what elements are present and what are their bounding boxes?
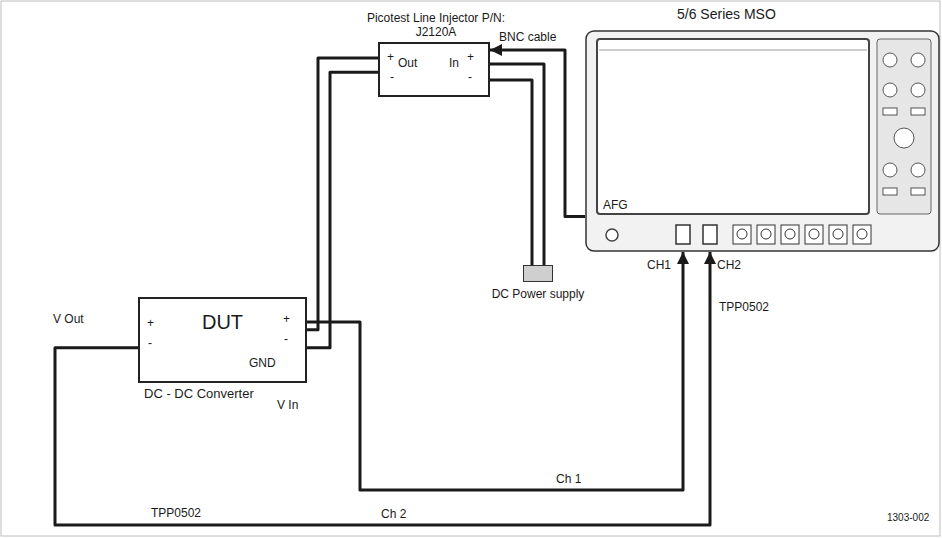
oscilloscope: 5/6 Series MSO (585, 30, 940, 252)
signal-label: - (389, 70, 395, 84)
signal-label: + (466, 50, 475, 64)
cable (55, 252, 710, 525)
signal-label: GND (248, 356, 277, 370)
cable-label: Ch 2 (380, 507, 407, 521)
node-caption: DC - DC Converter (144, 386, 254, 401)
signal-label: TPP0502 (718, 300, 770, 314)
signal-label: V In (276, 398, 299, 412)
cable (490, 80, 532, 265)
signal-label: - (147, 336, 153, 350)
signal-label: In (448, 56, 460, 70)
node-title: 5/6 Series MSO (677, 6, 776, 22)
oscilloscope-illustration (585, 30, 940, 252)
signal-label: + (386, 50, 395, 64)
signal-label: TPP0502 (150, 506, 202, 520)
cable (307, 72, 378, 347)
signal-label: - (467, 70, 473, 84)
signal-label: CH1 (646, 258, 672, 272)
signal-label: + (282, 312, 291, 326)
cable (307, 252, 683, 490)
node-title: DC Power supply (492, 287, 585, 301)
node-title: DUT (140, 311, 305, 334)
cable (490, 64, 544, 265)
signal-label: 1303-002 (886, 512, 930, 523)
node-title: Picotest Line Injector P/N: J2120A (366, 11, 506, 39)
signal-label: V Out (52, 312, 85, 326)
signal-label: - (283, 332, 289, 346)
cable (307, 58, 378, 330)
signal-label: Out (397, 56, 418, 70)
cable-label: Ch 1 (555, 472, 582, 486)
signal-label: + (146, 316, 155, 330)
cable-label: BNC cable (498, 30, 557, 44)
signal-label: AFG (602, 198, 629, 212)
cable (490, 50, 585, 217)
dc-power-supply: DC Power supply (523, 265, 553, 282)
dut-box: DUTDC - DC Converter (138, 297, 307, 383)
signal-label: CH2 (716, 258, 742, 272)
